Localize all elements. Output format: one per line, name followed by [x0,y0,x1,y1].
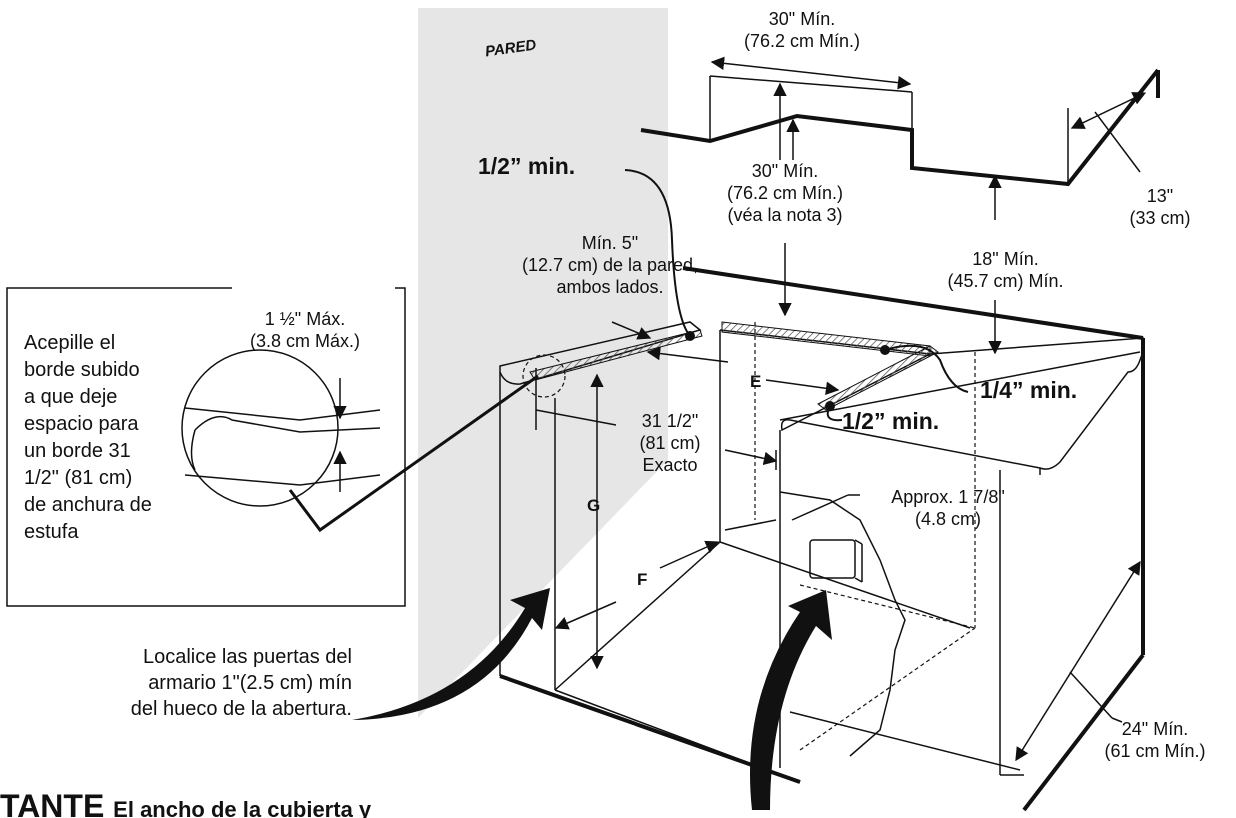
dimension-g: G [587,496,601,515]
counter-depth-label: 24" Mín. (61 cm Mín.) [1104,719,1206,761]
approx-offset-label: Approx. 1 7/8" (4.8 cm) [891,487,1005,529]
opening-width-label: 31 1/2" (81 cm) Exacto [639,411,701,475]
upper-to-counter-label: 18" Mín. (45.7 cm) Mín. [947,249,1064,291]
upper-depth-label: 13" (33 cm) [1129,186,1191,228]
upper-width-label: 30" Mín. (76.2 cm Mín.) [743,9,861,51]
quarter-inch-label: 1/4” min. [980,377,1078,403]
dimension-e: E [750,372,762,391]
clearance-above-label: 30" Mín. (76.2 cm Mín.) (véa la nota 3) [726,161,844,225]
door-note: Localice las puertas del armario 1"(2.5 … [130,646,352,720]
inset-detail [6,287,539,607]
side-wall-clearance-label: Mín. 5" (12.7 cm) de la pared, ambos lad… [521,233,699,297]
inset-max-label: 1 ½" Máx. (3.8 cm Máx.) [249,309,360,351]
important-heading: TANTE El ancho de la cubierta y [0,788,372,818]
inset-note: Acepille el borde subido a que deje espa… [24,332,152,543]
half-inch-right-label: 1/2” min. [842,408,940,434]
raised-edge [529,321,939,411]
wall-panel [418,8,668,718]
curved-arrows [352,588,832,810]
dimension-f: F [637,570,648,589]
half-inch-top-label: 1/2” min. [478,153,576,179]
